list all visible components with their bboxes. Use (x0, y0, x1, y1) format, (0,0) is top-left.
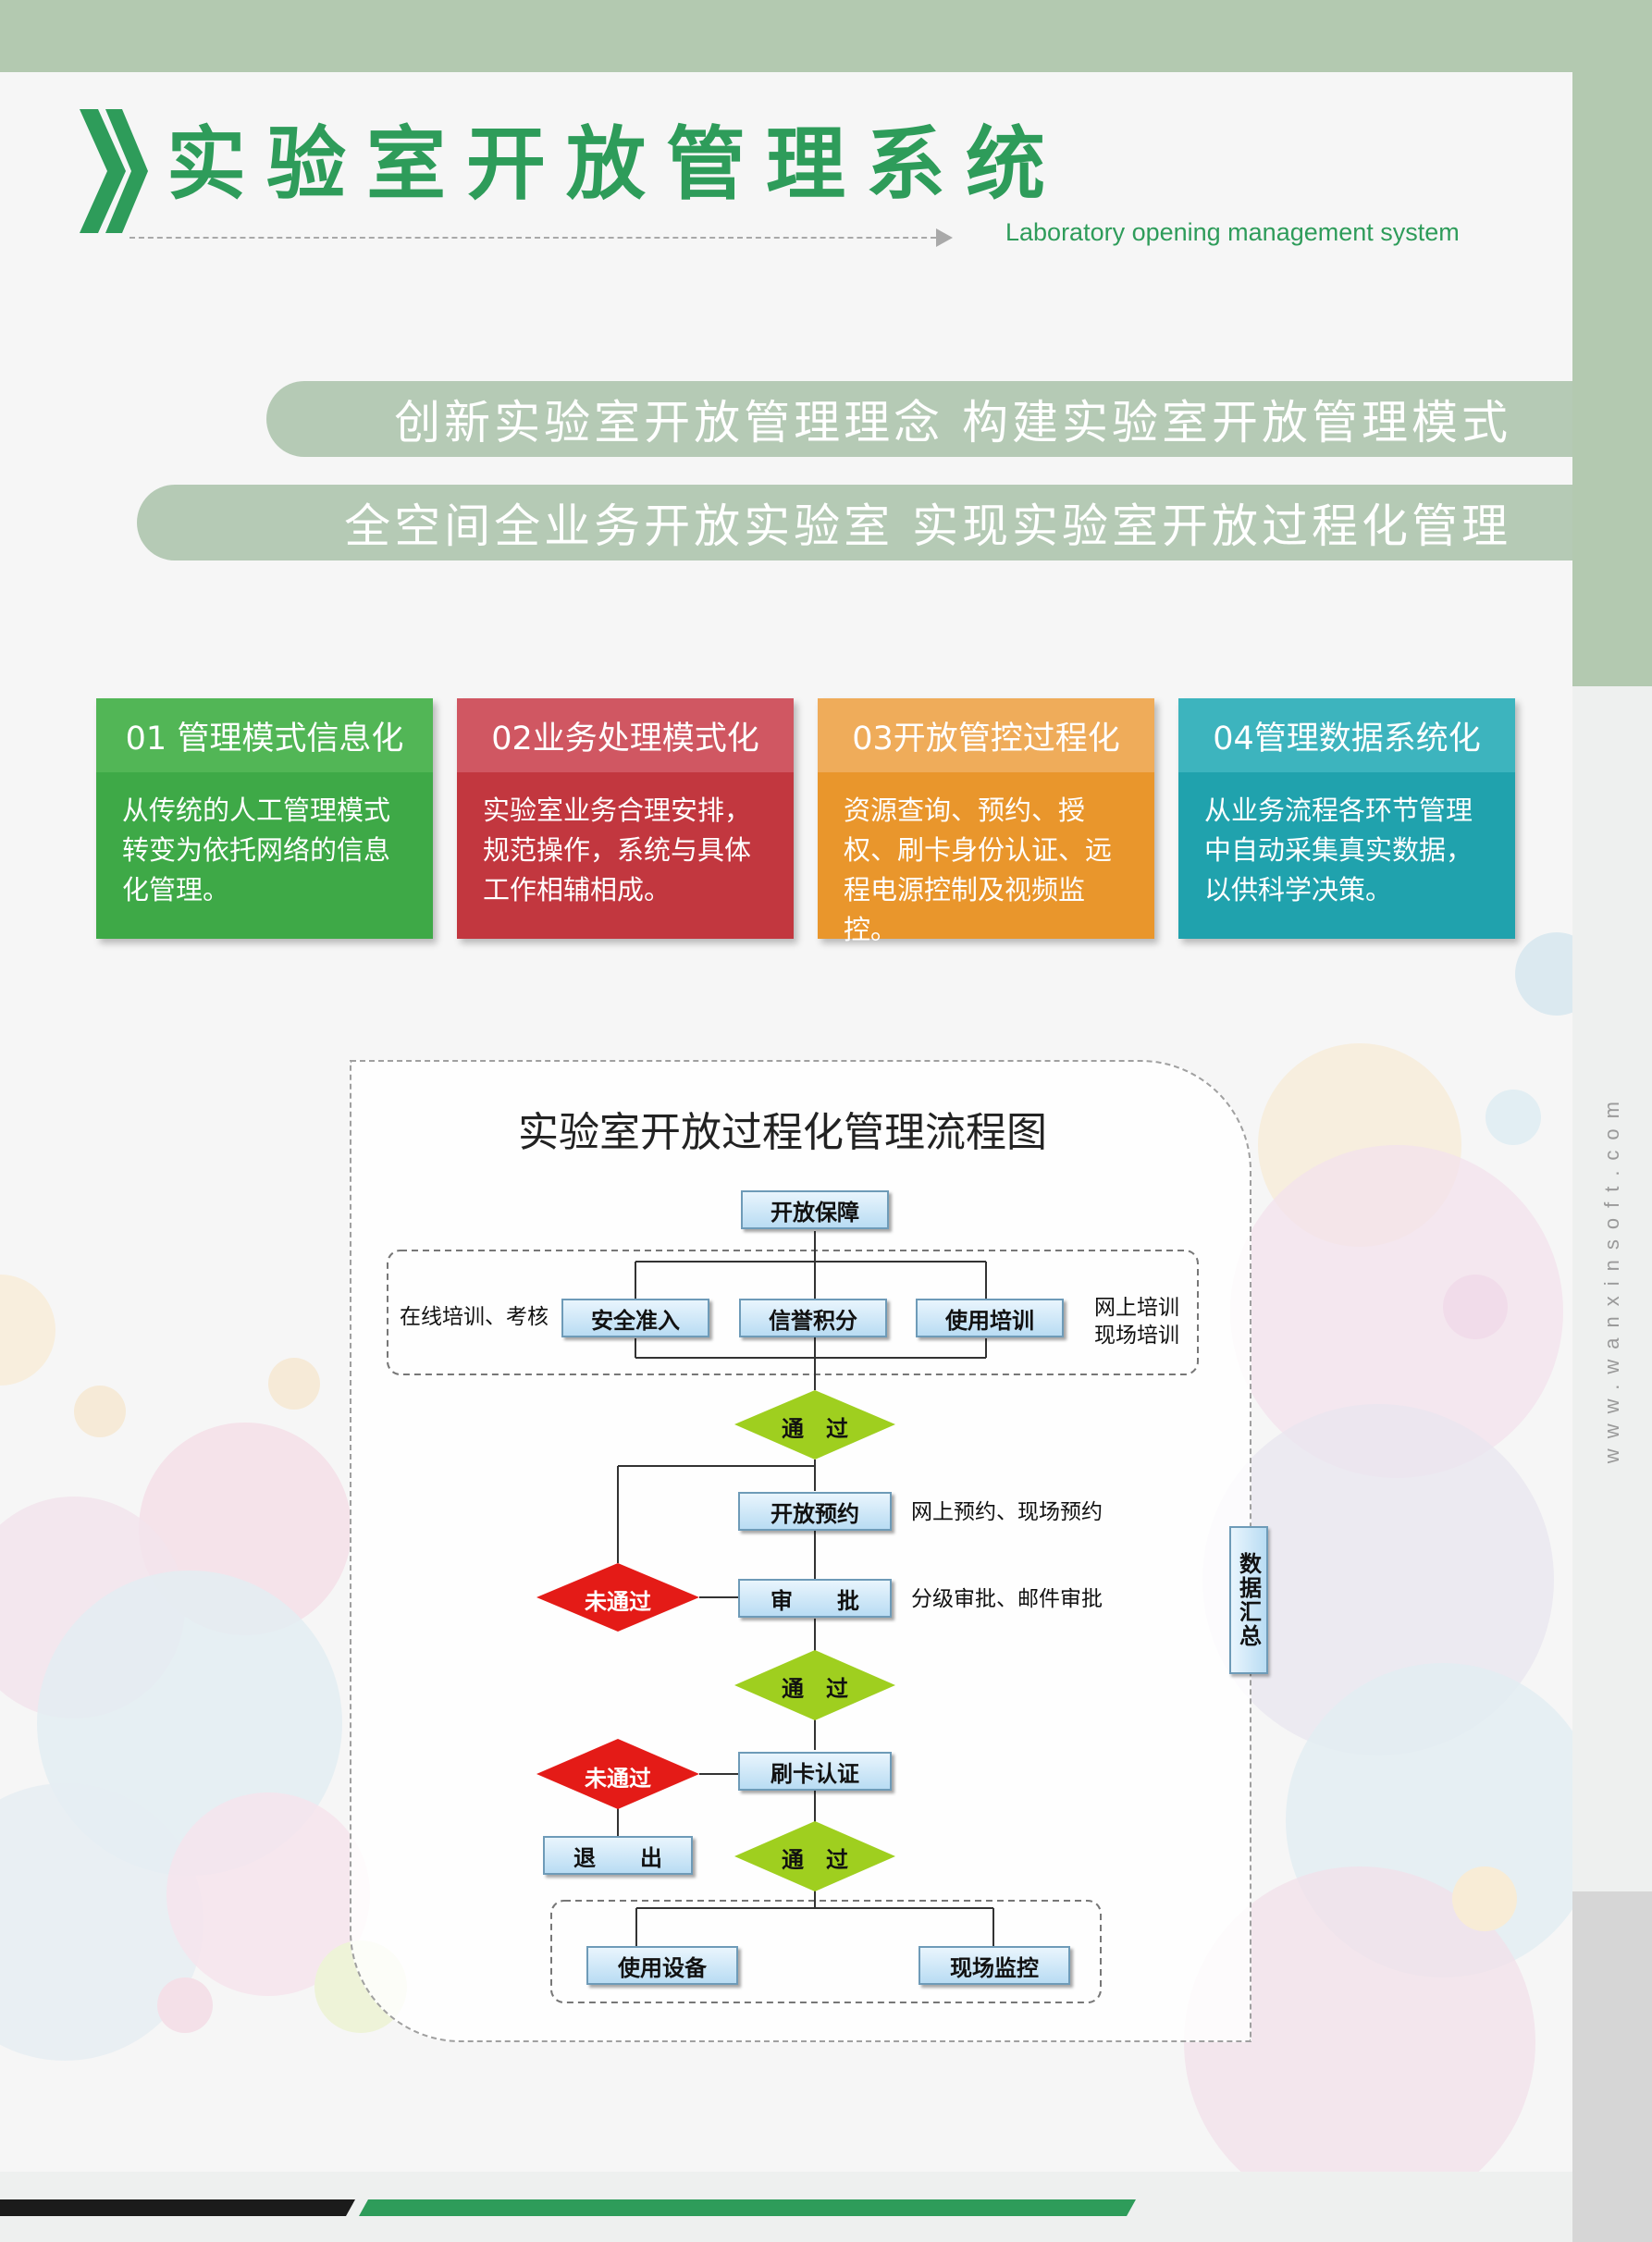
feature-card: 04管理数据系统化 从业务流程各环节管理中自动采集真实数据，以供科学决策。 (1178, 698, 1515, 939)
node-safety-access: 安全准入 (561, 1299, 709, 1337)
note-online-training: 网上培训 (1094, 1296, 1179, 1320)
bottom-decorative-stripes (0, 2199, 1136, 2216)
node-data-summary: 数据汇总 (1229, 1526, 1268, 1674)
node-use-equipment: 使用设备 (586, 1946, 738, 1985)
chevron-double-icon (80, 109, 148, 233)
feature-card: 02业务处理模式化 实验室业务合理安排，规范操作，系统与具体工作相辅相成。 (457, 698, 794, 939)
page-subtitle: Laboratory opening management system (1005, 218, 1460, 246)
bubble-decoration (1486, 1090, 1541, 1145)
bubble-decoration (1452, 1866, 1517, 1931)
bubble-decoration (268, 1358, 320, 1410)
page-title: 实验室开放管理系统 (166, 118, 1066, 211)
right-decorative-band (1572, 0, 1652, 686)
card-title: 04管理数据系统化 (1178, 698, 1515, 772)
node-exit: 退 出 (543, 1836, 693, 1875)
slogan-banner: 全空间全业务开放实验室 实现实验室开放过程化管理 (137, 485, 1572, 560)
card-body: 从传统的人工管理模式转变为依托网络的信息化管理。 (122, 795, 391, 905)
card-body: 资源查询、预约、授权、刷卡身份认证、远程电源控制及视频监控。 (844, 795, 1113, 945)
pass-label: 通 过 (782, 1416, 848, 1442)
top-decorative-band (0, 0, 1652, 72)
slogan-text: 创新实验室开放管理理念 构建实验室开放管理模式 (394, 396, 1511, 450)
website-text: www.wanxinsoft.com (1600, 1091, 1623, 1464)
feature-card: 01 管理模式信息化 从传统的人工管理模式转变为依托网络的信息化管理。 (96, 698, 433, 939)
bubble-decoration (74, 1386, 126, 1437)
note-booking-methods: 网上预约、现场预约 (911, 1500, 1103, 1524)
note-onsite-training: 现场培训 (1094, 1324, 1179, 1348)
bubble-decoration (0, 1275, 55, 1386)
node-open-guarantee: 开放保障 (741, 1190, 889, 1229)
node-site-monitoring: 现场监控 (918, 1946, 1070, 1985)
node-card-auth: 刷卡认证 (738, 1752, 892, 1791)
arrow-right-icon (936, 228, 953, 247)
bubble-decoration (1515, 932, 1572, 1016)
card-body: 实验室业务合理安排，规范操作，系统与具体工作相辅相成。 (483, 795, 752, 905)
slogan-banner: 创新实验室开放管理理念 构建实验室开放管理模式 (266, 381, 1572, 457)
pass-label: 通 过 (782, 1676, 848, 1702)
card-title: 01 管理模式信息化 (96, 698, 433, 772)
note-approval-methods: 分级审批、邮件审批 (911, 1587, 1103, 1611)
fail-label: 未通过 (585, 1589, 651, 1615)
title-divider (129, 237, 945, 239)
fail-label: 未通过 (585, 1766, 651, 1792)
pass-label: 通 过 (782, 1847, 848, 1873)
card-title: 02业务处理模式化 (457, 698, 794, 772)
note-online-training-exam: 在线培训、考核 (400, 1305, 549, 1329)
card-title: 03开放管控过程化 (818, 698, 1154, 772)
flowchart-title: 实验室开放过程化管理流程图 (518, 1109, 1047, 1156)
node-data-summary-label: 数据汇总 (1235, 1552, 1262, 1648)
feature-card: 03开放管控过程化 资源查询、预约、授权、刷卡身份认证、远程电源控制及视频监控。 (818, 698, 1154, 945)
bubble-decoration (1443, 1275, 1508, 1339)
card-body: 从业务流程各环节管理中自动采集真实数据，以供科学决策。 (1204, 795, 1473, 905)
bubble-decoration (157, 1977, 213, 2033)
node-usage-training: 使用培训 (916, 1299, 1064, 1337)
slogan-text: 全空间全业务开放实验室 实现实验室开放过程化管理 (344, 499, 1511, 553)
right-gray-band (1572, 1891, 1652, 2242)
node-open-booking: 开放预约 (738, 1492, 892, 1531)
node-approval: 审 批 (738, 1579, 892, 1618)
node-credit-points: 信誉积分 (739, 1299, 887, 1337)
